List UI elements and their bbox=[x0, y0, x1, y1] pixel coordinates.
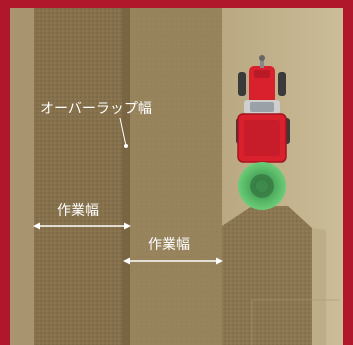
tractor-icon bbox=[236, 55, 290, 163]
arrow-right-icon bbox=[124, 222, 131, 230]
tractor-worked-area bbox=[222, 206, 312, 345]
work-width-2-indicator: 作業幅 bbox=[123, 237, 223, 265]
overlap-indicator: オーバーラップ幅 bbox=[40, 101, 152, 148]
arrow-left-icon bbox=[123, 257, 130, 265]
field bbox=[10, 8, 343, 345]
first-pass-strip bbox=[34, 8, 130, 345]
overlap-band bbox=[122, 8, 132, 345]
overlap-leader-line bbox=[119, 117, 127, 147]
gnss-sensor-icon bbox=[238, 162, 286, 210]
work-width-1-label: 作業幅 bbox=[57, 203, 99, 219]
second-pass-texture bbox=[130, 8, 222, 345]
work-width-1-indicator: 作業幅 bbox=[33, 203, 131, 230]
overlap-dot bbox=[124, 144, 128, 148]
work-width-2-label: 作業幅 bbox=[148, 237, 190, 253]
arrow-right-icon bbox=[216, 257, 223, 265]
worked-area-edge bbox=[312, 228, 326, 345]
field-edge-strip bbox=[10, 8, 34, 345]
overlap-width-label: オーバーラップ幅 bbox=[40, 101, 152, 117]
arrow-left-icon bbox=[33, 222, 40, 230]
